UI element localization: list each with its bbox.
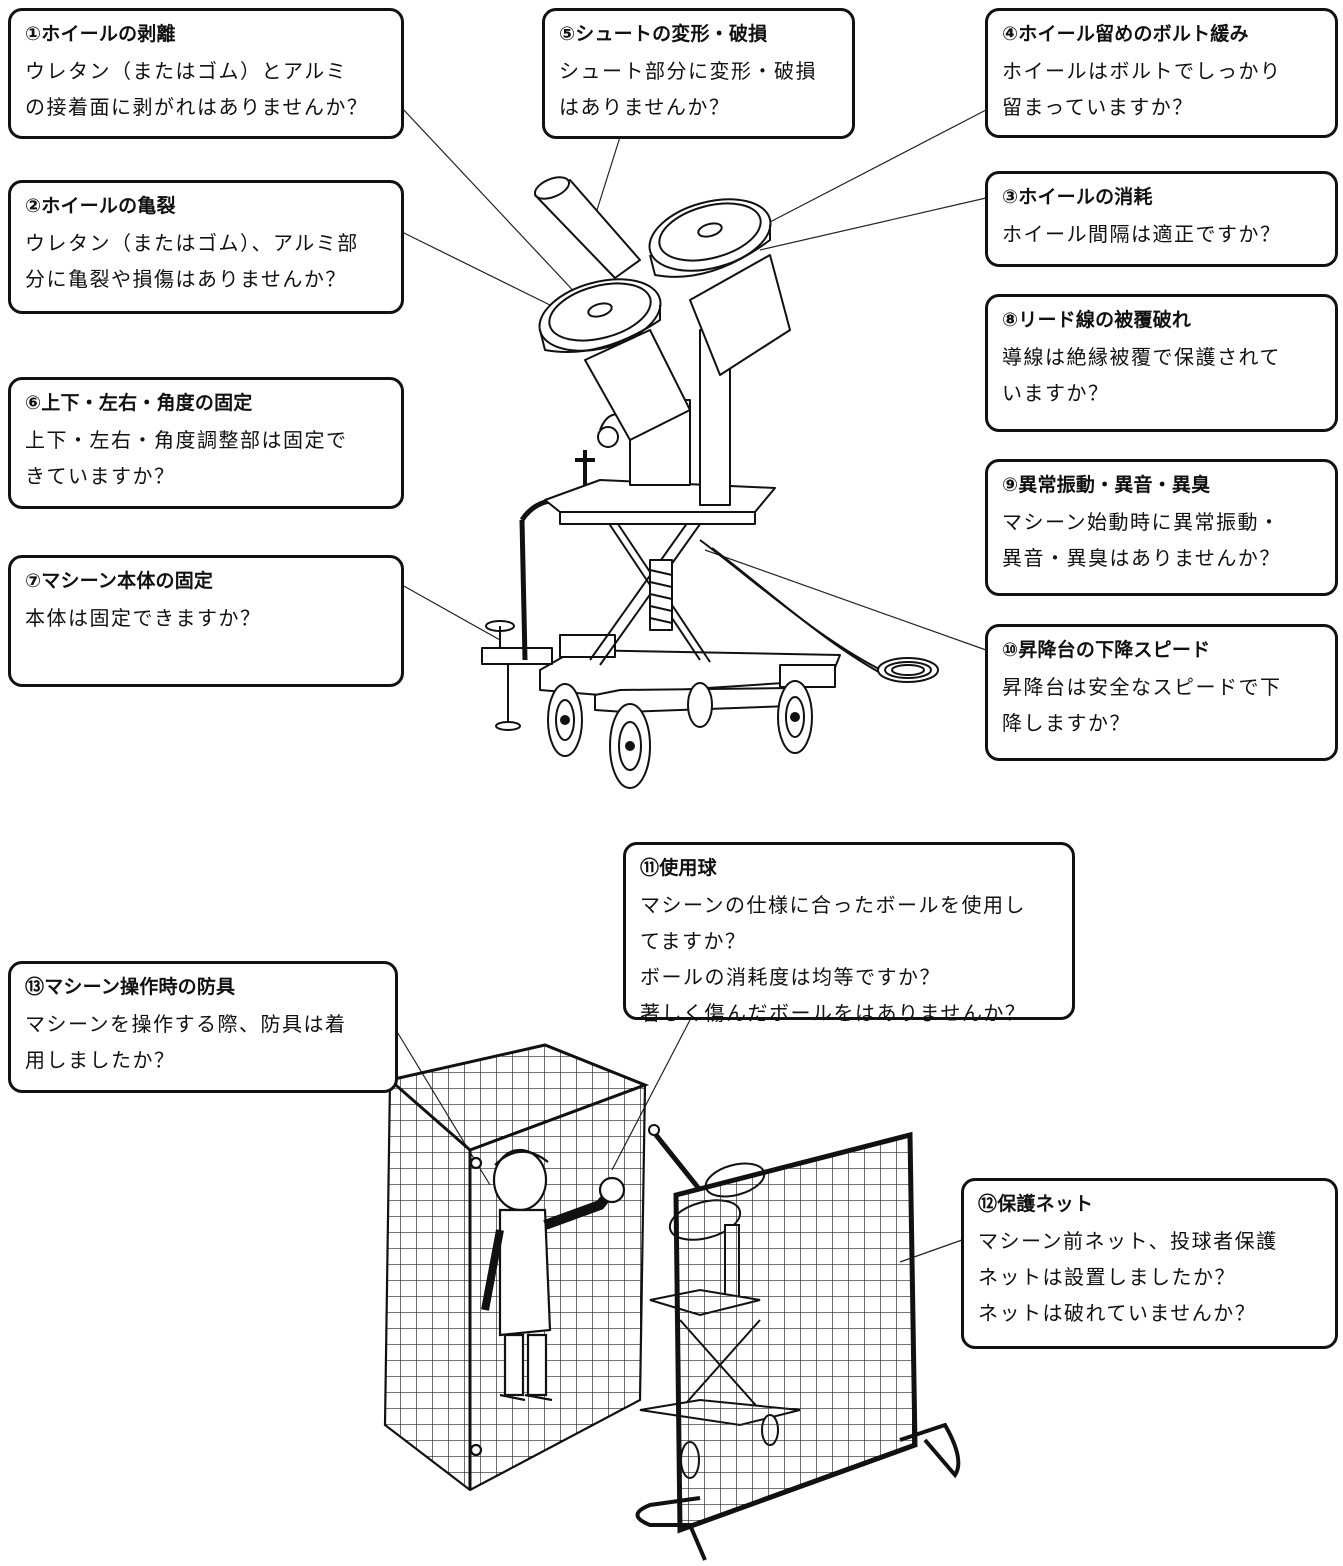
- callout-title: ⑤シュートの変形・破損: [559, 23, 768, 45]
- callout-lift-speed: ⑩昇降台の下降スピード 昇降台は安全なスピードで下 降しますか？: [985, 624, 1338, 761]
- scissor-lift: [590, 505, 710, 665]
- callout-text: の接着面に剥がれはありませんか？: [25, 95, 369, 119]
- callout-title: ⑩昇降台の下降スピード: [1002, 639, 1211, 661]
- pitching-machine-illustration: [482, 173, 938, 788]
- callout-text: 昇降台は安全なスピードで下: [1002, 675, 1282, 699]
- callout-protective-gear: ⑬マシーン操作時の防具 マシーンを操作する際、防具は着 用しましたか？: [8, 961, 398, 1093]
- throwing-wheel-left: [532, 267, 669, 363]
- callout-text: マシーンの仕様に合ったボールを使用し: [640, 893, 1026, 917]
- callout-text: ホイール間隔は適正ですか？: [1002, 222, 1282, 246]
- callout-text: てますか？: [640, 929, 747, 953]
- batter-figure: [485, 1150, 624, 1400]
- motor-housing-right: [690, 255, 790, 375]
- callout-wheel-peeling: ①ホイールの剥離 ウレタン（またはゴム）とアルミ の接着面に剥がれはありませんか…: [8, 8, 404, 139]
- leader-line-3: [760, 198, 986, 250]
- callout-title: ⑧リード線の被覆破れ: [1002, 309, 1192, 331]
- callout-text: いますか？: [1002, 381, 1110, 405]
- callout-title: ④ホイール留めのボルト緩み: [1002, 23, 1249, 45]
- callout-balls: ⑪使用球 マシーンの仕様に合ったボールを使用し てますか？ ボールの消耗度は均等…: [623, 842, 1075, 1025]
- callout-wheel-crack: ②ホイールの亀裂 ウレタン（またはゴム）、アルミ部 分に亀裂や損傷はありませんか…: [8, 180, 404, 314]
- leader-line-5: [597, 137, 620, 210]
- callout-text: 上下・左右・角度調整部は固定で: [25, 428, 348, 452]
- callout-title: ③ホイールの消耗: [1002, 186, 1153, 208]
- callout-text: ネットは破れていませんか？: [978, 1301, 1257, 1325]
- callout-lead-wire: ⑧リード線の被覆破れ 導線は絶縁被覆で保護されて いますか？: [985, 294, 1338, 432]
- stabilizer-jack: [482, 621, 552, 730]
- callout-title: ②ホイールの亀裂: [25, 195, 176, 217]
- callout-text: ネットは設置しましたか？: [978, 1265, 1236, 1289]
- callout-text: 降しますか？: [1002, 711, 1131, 735]
- callout-text: マシーン始動時に異常振動・: [1002, 510, 1281, 534]
- callout-title: ⑪使用球: [640, 857, 717, 879]
- callout-text: 用しましたか？: [25, 1048, 176, 1072]
- callout-text: ホイールはボルトでしっかり: [1002, 59, 1282, 83]
- leader-line-2: [402, 232, 560, 310]
- callout-title: ⑬マシーン操作時の防具: [25, 976, 236, 998]
- leader-line-1: [402, 108, 582, 300]
- power-cord: [700, 540, 938, 682]
- leader-line-4: [770, 110, 986, 222]
- throwing-wheel-right: [642, 187, 779, 283]
- callout-text: 導線は絶縁被覆で保護されて: [1002, 345, 1281, 369]
- callout-text: ボールの消耗度は均等ですか？: [640, 965, 941, 989]
- callout-title: ①ホイールの剥離: [25, 23, 176, 45]
- callout-machine-lock: ⑦マシーン本体の固定 本体は固定できますか？: [8, 555, 404, 687]
- callout-title: ⑨異常振動・異音・異臭: [1002, 474, 1211, 496]
- callout-text: シュート部分に変形・破損: [559, 59, 817, 83]
- callout-text: はありませんか？: [559, 95, 731, 119]
- caster-wheels: [548, 681, 812, 788]
- callout-protective-net: ⑫保護ネット マシーン前ネット、投球者保護 ネットは設置しましたか？ ネットは破…: [961, 1178, 1338, 1349]
- callout-title: ⑥上下・左右・角度の固定: [25, 392, 253, 414]
- callout-wheel-bolt: ④ホイール留めのボルト緩み ホイールはボルトでしっかり 留まっていますか？: [985, 8, 1338, 138]
- callout-text: 著しく傷んだボールをはありませんか？: [640, 1001, 1027, 1025]
- callout-angle-lock: ⑥上下・左右・角度の固定 上下・左右・角度調整部は固定で きていますか？: [8, 377, 404, 509]
- callout-text: ウレタン（またはゴム）とアルミ: [25, 59, 348, 83]
- leader-line-10: [705, 550, 986, 650]
- callout-text: マシーン前ネット、投球者保護: [978, 1229, 1278, 1253]
- callout-text: ウレタン（またはゴム）、アルミ部: [25, 231, 359, 255]
- callout-text: 留まっていますか？: [1002, 95, 1194, 119]
- callout-abnormal-noise: ⑨異常振動・異音・異臭 マシーン始動時に異常振動・ 異音・異臭はありませんか？: [985, 459, 1338, 596]
- callout-text: 本体は固定できますか？: [25, 606, 262, 630]
- callout-chute-damage: ⑤シュートの変形・破損 シュート部分に変形・破損 はありませんか？: [542, 8, 855, 139]
- callout-text: マシーンを操作する際、防具は着: [25, 1012, 347, 1036]
- callout-text: きていますか？: [25, 464, 176, 488]
- callout-title: ⑫保護ネット: [978, 1193, 1094, 1215]
- callout-text: 異音・異臭はありませんか？: [1002, 546, 1281, 570]
- callout-text: 分に亀裂や損傷はありませんか？: [25, 267, 347, 291]
- callout-wheel-wear: ③ホイールの消耗 ホイール間隔は適正ですか？: [985, 171, 1338, 267]
- leader-line-7: [402, 585, 500, 640]
- protective-net-right: [638, 1135, 959, 1560]
- callout-title: ⑦マシーン本体の固定: [25, 570, 214, 592]
